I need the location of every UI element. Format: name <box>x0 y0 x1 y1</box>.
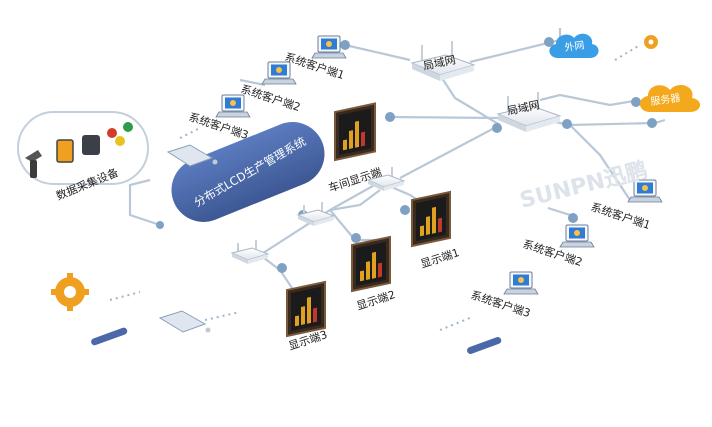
laptop-icon <box>503 271 539 295</box>
status-light-icon <box>115 136 125 146</box>
barcode-scanner-icon <box>25 150 42 178</box>
controller-box-icon <box>82 135 100 155</box>
wan-cloud-icon <box>549 33 599 58</box>
dashed-links <box>109 44 641 331</box>
rfid-reader-icon <box>56 139 74 163</box>
router-icon <box>496 92 562 132</box>
laptop-icon <box>311 35 347 59</box>
lcd-display-icon <box>411 190 451 248</box>
client-top-2-label: 系统客户端2 <box>239 82 302 114</box>
laptop-icon <box>627 179 663 203</box>
gear-icon <box>644 35 658 49</box>
lcd-display-icon <box>334 102 376 162</box>
laptop-icon <box>559 224 595 248</box>
switch-icon <box>366 167 406 191</box>
lcd-display-icon <box>286 280 326 338</box>
decor-bar <box>467 337 502 354</box>
laptop-icon <box>261 61 297 85</box>
lcd-display-icon <box>351 235 391 293</box>
switch-icon <box>296 202 336 226</box>
decor-bar <box>91 327 128 346</box>
laptop-icon <box>215 94 251 118</box>
display-1-label: 显示端1 <box>419 246 461 271</box>
workshop-display-label: 车间显示端 <box>327 165 384 195</box>
server-cloud-icon <box>639 84 701 112</box>
client-right-1-label: 系统客户端1 <box>589 200 652 232</box>
router-icon <box>410 41 476 81</box>
wan-label: 外网 <box>564 39 585 54</box>
status-light-icon <box>107 128 117 138</box>
display-2-label: 显示端2 <box>355 288 397 313</box>
gear-icon <box>51 273 89 311</box>
switch-icon <box>230 240 270 264</box>
keyboard-icon <box>158 310 211 333</box>
keyboard-icon <box>166 144 218 167</box>
system-banner <box>171 122 325 222</box>
server-label: 服务器 <box>650 91 682 108</box>
status-light-icon <box>123 122 133 132</box>
data-collection-group <box>17 111 149 185</box>
watermark-text: SUNPN迅鹏 <box>517 157 650 214</box>
